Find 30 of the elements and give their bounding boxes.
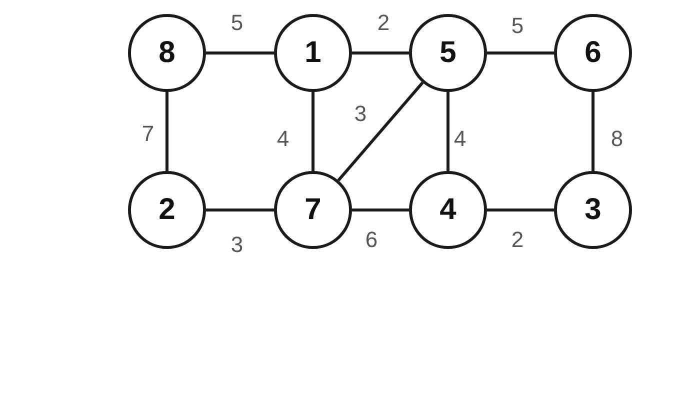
- edge-line: [337, 82, 424, 182]
- edge-line: [446, 92, 450, 171]
- edge-weight: 2: [377, 12, 390, 34]
- edge-weight: 6: [365, 229, 378, 251]
- edge-weight: 5: [511, 15, 524, 37]
- edge-line: [487, 52, 554, 54]
- node-number: 5: [440, 38, 456, 68]
- node-number: 7: [304, 195, 322, 225]
- edge-weight: 3: [230, 234, 244, 256]
- edge-line: [206, 208, 274, 212]
- edge-weight: 7: [142, 122, 154, 144]
- edge-line: [487, 208, 554, 212]
- node-number: 2: [158, 195, 176, 225]
- edge-line: [312, 92, 314, 171]
- edge-weight: 3: [354, 102, 367, 124]
- node-number: 3: [584, 195, 602, 225]
- edge-line: [352, 52, 409, 54]
- node-number: 6: [584, 38, 602, 68]
- edge-weight: 5: [230, 12, 244, 34]
- edge-weight: 8: [610, 128, 624, 150]
- edge-line: [166, 92, 168, 171]
- edge-weight: 2: [511, 229, 524, 251]
- node-number: 1: [304, 38, 322, 68]
- edge-weight: 4: [276, 128, 290, 150]
- node-number: 4: [440, 195, 456, 225]
- edge-weight: 4: [454, 128, 466, 150]
- edge-line: [352, 208, 409, 212]
- edge-line: [592, 92, 594, 171]
- node-number: 8: [158, 38, 176, 68]
- edge-line: [206, 52, 274, 54]
